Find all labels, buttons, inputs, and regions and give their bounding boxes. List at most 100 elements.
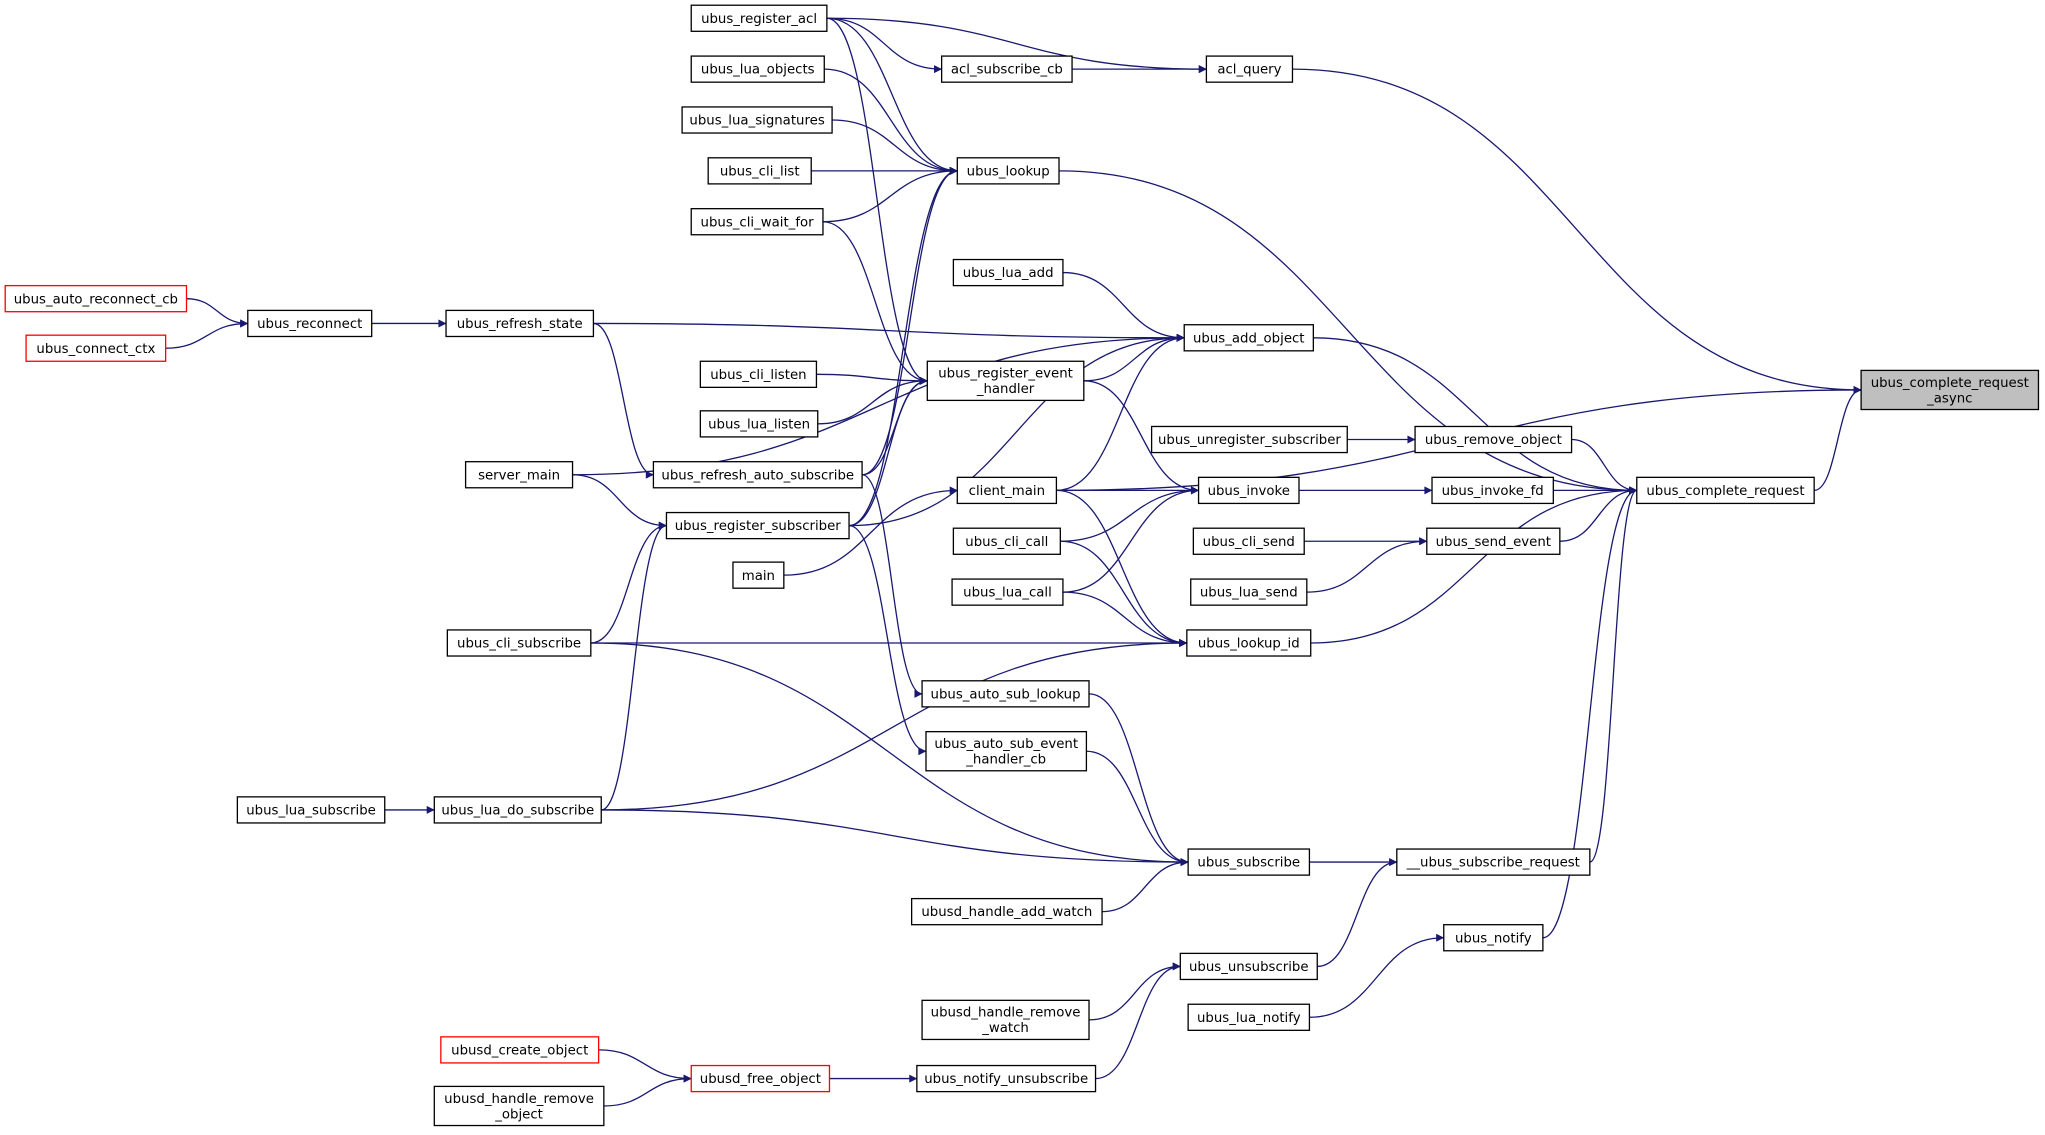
node-box	[652, 461, 863, 489]
node-ubus_lua_add[interactable]: ubus_lua_add	[952, 258, 1064, 287]
node-ubus_auto_sub_event_handler_cb[interactable]: ubus_auto_sub_event_handler_cb	[925, 731, 1088, 772]
node-ubus_cli_list[interactable]: ubus_cli_list	[707, 157, 812, 185]
node-label: ubus_connect_ctx	[36, 342, 155, 357]
node-label: ubus_cli_wait_for	[701, 215, 815, 230]
node-label: _handler	[976, 382, 1035, 397]
edge-ubus_cli_wait_for-to-ubus_lookup	[822, 166, 958, 223]
node-server_main[interactable]: server_main	[464, 461, 574, 489]
node-label: ubus_auto_sub_lookup	[931, 687, 1081, 702]
node-label: ubus_unregister_subscriber	[1158, 433, 1341, 448]
node-ubus_lookup[interactable]: ubus_lookup	[956, 157, 1060, 185]
node-box	[1187, 848, 1311, 876]
node-ubus_connect_ctx[interactable]: ubus_connect_ctx	[25, 334, 167, 362]
node-ubus_cli_wait_for[interactable]: ubus_cli_wait_for	[690, 208, 824, 236]
node-acl_query[interactable]: acl_query	[1205, 55, 1294, 83]
node-box	[681, 106, 833, 134]
node-ubus_notify[interactable]: ubus_notify	[1443, 924, 1544, 952]
node-ubus_auto_reconnect_cb[interactable]: ubus_auto_reconnect_cb	[4, 284, 188, 313]
node-label: ubus_notify_unsubscribe	[924, 1072, 1088, 1087]
node-ubus_register_subscriber[interactable]: ubus_register_subscriber	[665, 511, 850, 540]
node-ubus_subscribe[interactable]: ubus_subscribe	[1187, 848, 1311, 876]
edge-server_main-to-ubus_register_subscriber	[572, 474, 667, 530]
node-label: main	[742, 569, 775, 584]
edge-ubus_register_acl-to-ubus_lookup	[826, 17, 958, 175]
node-label: ubus_register_acl	[701, 12, 817, 27]
node-ubusd_handle_remove_watch[interactable]: ubusd_handle_remove_watch	[921, 999, 1090, 1041]
node-label: ubus_lua_send	[1200, 586, 1298, 601]
edge-ubusd_handle_remove_watch-to-ubus_unsubscribe	[1089, 962, 1181, 1021]
edge-ubusd_create_object-to-ubusd_free_object	[598, 1049, 692, 1083]
node-ubus_cli_subscribe[interactable]: ubus_cli_subscribe	[446, 629, 592, 657]
node-ubus_lua_call[interactable]: ubus_lua_call	[951, 578, 1064, 606]
edge-acl_query-to-ubus_complete_request_async	[1292, 68, 1862, 394]
node-__ubus_subscribe_request[interactable]: __ubus_subscribe_request	[1396, 848, 1591, 876]
node-ubus_unregister_subscriber[interactable]: ubus_unregister_subscriber	[1150, 425, 1348, 454]
node-ubus_cli_send[interactable]: ubus_cli_send	[1192, 527, 1305, 555]
node-ubus_lua_subscribe[interactable]: ubus_lua_subscribe	[236, 796, 386, 824]
edge-__ubus_subscribe_request-to-ubus_complete_request	[1589, 486, 1638, 863]
node-label: ubus_cli_list	[720, 164, 800, 179]
edge-ubus_register_acl-to-acl_query	[826, 17, 1207, 74]
node-box	[951, 578, 1064, 606]
node-box	[699, 360, 818, 389]
edge-ubus_lua_do_subscribe-to-ubus_register_subscriber	[601, 521, 667, 811]
node-ubus_cli_listen[interactable]: ubus_cli_listen	[699, 360, 818, 389]
node-client_main[interactable]: client_main	[956, 476, 1058, 505]
node-ubus_refresh_state[interactable]: ubus_refresh_state	[445, 309, 595, 338]
node-label: ubus_cli_send	[1203, 535, 1295, 550]
node-main[interactable]: main	[732, 561, 785, 589]
edge-ubus_cli_call-to-ubus_invoke	[1060, 486, 1199, 542]
node-ubus_remove_object[interactable]: ubus_remove_object	[1414, 425, 1573, 454]
node-label: ubus_cli_listen	[710, 368, 806, 383]
node-ubusd_handle_remove_object[interactable]: ubusd_handle_remove_object	[433, 1085, 605, 1127]
node-ubusd_handle_add_watch[interactable]: ubusd_handle_add_watch	[910, 897, 1103, 926]
node-box	[1183, 324, 1314, 352]
node-label: ubus_auto_sub_event	[934, 737, 1078, 752]
node-ubus_invoke_fd[interactable]: ubus_invoke_fd	[1431, 476, 1554, 505]
node-label: ubus_cli_subscribe	[457, 637, 581, 652]
node-acl_subscribe_cb[interactable]: acl_subscribe_cb	[940, 55, 1073, 83]
node-label: _async	[1926, 391, 1972, 406]
node-ubus_cli_call[interactable]: ubus_cli_call	[952, 527, 1061, 555]
node-box	[433, 1085, 605, 1127]
node-ubus_lua_send[interactable]: ubus_lua_send	[1190, 578, 1308, 606]
node-box	[1636, 476, 1815, 505]
node-label: ubus_invoke	[1208, 484, 1290, 499]
node-ubus_register_acl[interactable]: ubus_register_acl	[690, 4, 828, 32]
node-ubus_refresh_auto_subscribe[interactable]: ubus_refresh_auto_subscribe	[652, 461, 863, 489]
node-ubus_lua_objects[interactable]: ubus_lua_objects	[690, 55, 825, 83]
node-label: ubus_lua_listen	[708, 417, 810, 432]
node-ubus_add_object[interactable]: ubus_add_object	[1183, 324, 1314, 352]
node-label: ubus_subscribe	[1197, 856, 1300, 871]
node-ubus_complete_request[interactable]: ubus_complete_request	[1636, 476, 1815, 505]
node-ubus_lua_signatures[interactable]: ubus_lua_signatures	[681, 106, 833, 134]
node-label: _watch	[981, 1021, 1029, 1036]
node-ubus_lookup_id[interactable]: ubus_lookup_id	[1186, 629, 1312, 657]
node-ubus_register_event_handler[interactable]: ubus_register_event_handler	[926, 360, 1085, 402]
node-ubus_lua_do_subscribe[interactable]: ubus_lua_do_subscribe	[433, 796, 602, 824]
edge-ubus_send_event-to-ubus_complete_request	[1559, 486, 1638, 542]
node-box	[916, 1064, 1097, 1093]
node-box	[247, 309, 373, 338]
node-box	[440, 1036, 600, 1064]
node-box	[925, 731, 1088, 772]
node-ubus_complete_request_async[interactable]: ubus_complete_request_async	[1860, 369, 2040, 411]
node-ubus_lua_notify[interactable]: ubus_lua_notify	[1187, 1003, 1311, 1031]
node-ubus_unsubscribe[interactable]: ubus_unsubscribe	[1179, 952, 1318, 981]
node-label: ubus_refresh_state	[457, 317, 583, 332]
node-ubus_lua_listen[interactable]: ubus_lua_listen	[699, 410, 819, 438]
node-ubus_auto_sub_lookup[interactable]: ubus_auto_sub_lookup	[921, 680, 1090, 708]
node-ubus_notify_unsubscribe[interactable]: ubus_notify_unsubscribe	[916, 1064, 1097, 1093]
node-box	[4, 284, 188, 313]
node-box	[690, 55, 825, 83]
node-ubus_send_event[interactable]: ubus_send_event	[1426, 527, 1561, 555]
node-box	[433, 796, 602, 824]
node-box	[956, 157, 1060, 185]
node-label: ubus_lua_signatures	[689, 114, 824, 129]
node-ubusd_create_object[interactable]: ubusd_create_object	[440, 1036, 600, 1064]
node-ubus_invoke[interactable]: ubus_invoke	[1197, 476, 1300, 505]
node-label: acl_query	[1217, 63, 1281, 78]
node-ubus_reconnect[interactable]: ubus_reconnect	[247, 309, 373, 338]
node-ubusd_free_object[interactable]: ubusd_free_object	[690, 1064, 831, 1093]
edge-ubus_refresh_auto_subscribe-to-ubus_lookup	[862, 166, 958, 476]
